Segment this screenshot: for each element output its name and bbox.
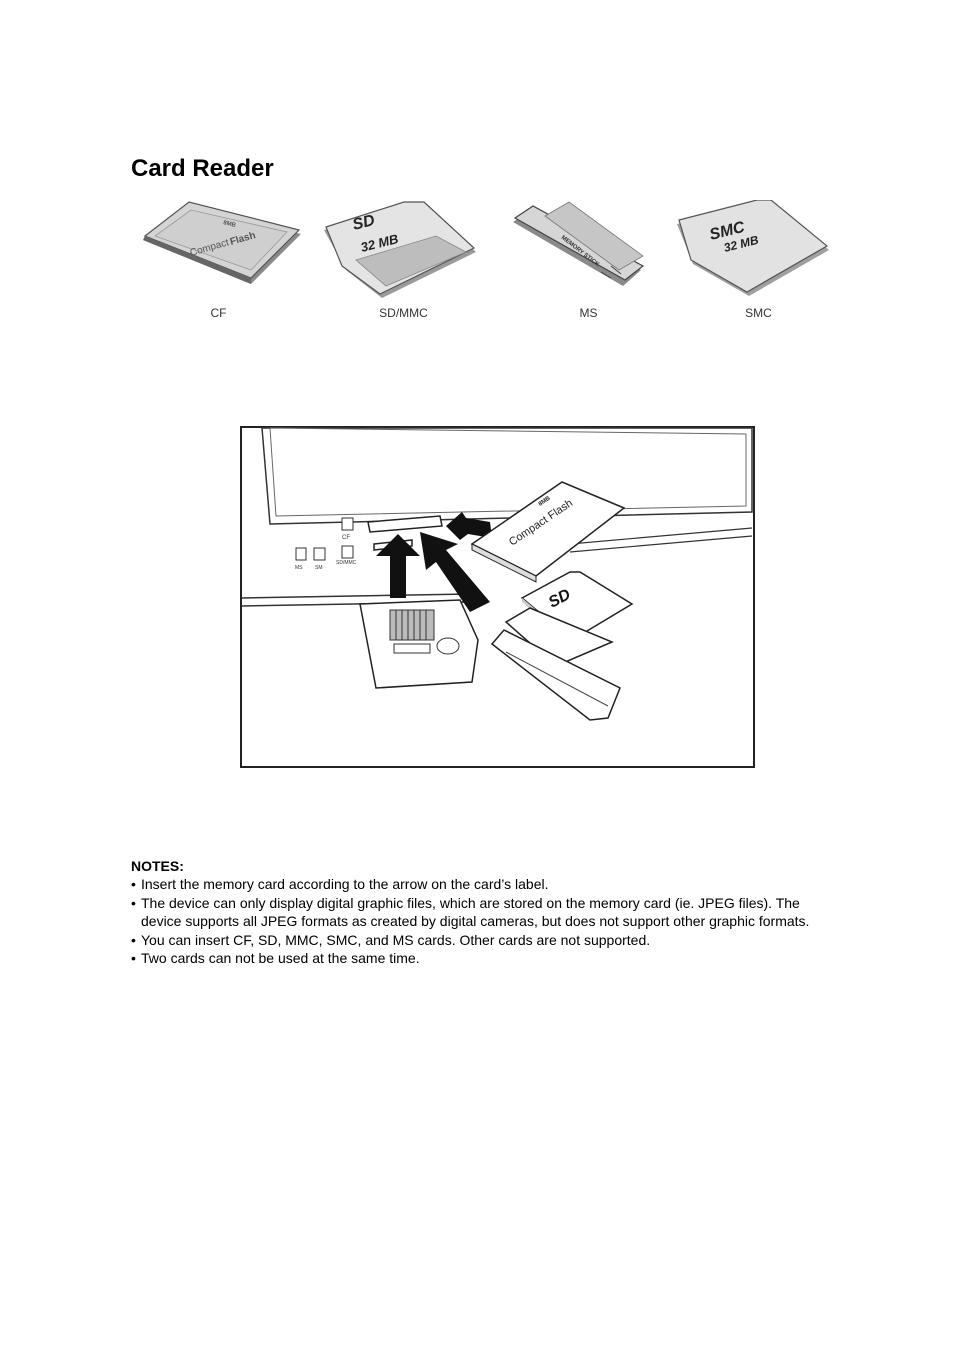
notes-list: Insert the memory card according to the … [131, 875, 811, 967]
slot-label-sd-mmc: SD/MMC [336, 560, 357, 566]
card-insertion-diagram: CF MS SM SD/MMC Compact Flash 8MB SD [240, 426, 755, 768]
card-type-sd-mmc: SD 32 MB SD/MMC [316, 200, 491, 330]
cf-card-icon: Compact Flash 8MB [143, 201, 301, 284]
notes-item: Insert the memory card according to the … [131, 875, 811, 894]
notes-item: Two cards can not be used at the same ti… [131, 949, 811, 968]
card-type-smc: SMC 32 MB SMC [671, 200, 846, 330]
card-caption-cf: CF [210, 306, 227, 320]
arrow-up-icon [376, 534, 420, 598]
arrow-left-icon [446, 512, 492, 540]
notes-title: NOTES: [131, 858, 184, 874]
card-type-cf: Compact Flash 8MB CF [131, 200, 306, 330]
slot-label-ms: MS [295, 565, 303, 571]
sd-card-icon: SD 32 MB [324, 201, 476, 298]
card-type-ms: MEMORY STICK MS [501, 200, 676, 330]
notes-section: NOTES: Insert the memory card according … [131, 857, 811, 968]
smc-card-icon: SMC 32 MB [677, 200, 829, 296]
card-types-row: Compact Flash 8MB CF SD 32 MB SD/MMC MEM… [131, 200, 831, 330]
sd-label-brand: SD [351, 212, 377, 234]
card-caption-ms: MS [579, 306, 598, 320]
card-caption-smc: SMC [745, 306, 772, 320]
slot-label-cf: CF [342, 535, 350, 541]
notes-item: You can insert CF, SD, MMC, SMC, and MS … [131, 931, 811, 950]
slot-label-sm: SM [315, 565, 323, 571]
memory-stick-icon: MEMORY STICK [513, 201, 645, 286]
page-title: Card Reader [131, 155, 274, 182]
notes-item: The device can only display digital grap… [131, 894, 811, 931]
arrow-diagonal-icon [420, 532, 490, 612]
card-insertion-illustration: CF MS SM SD/MMC Compact Flash 8MB SD [240, 426, 755, 768]
cf-label-size: 8MB [223, 220, 237, 229]
card-caption-sd-mmc: SD/MMC [379, 306, 428, 320]
